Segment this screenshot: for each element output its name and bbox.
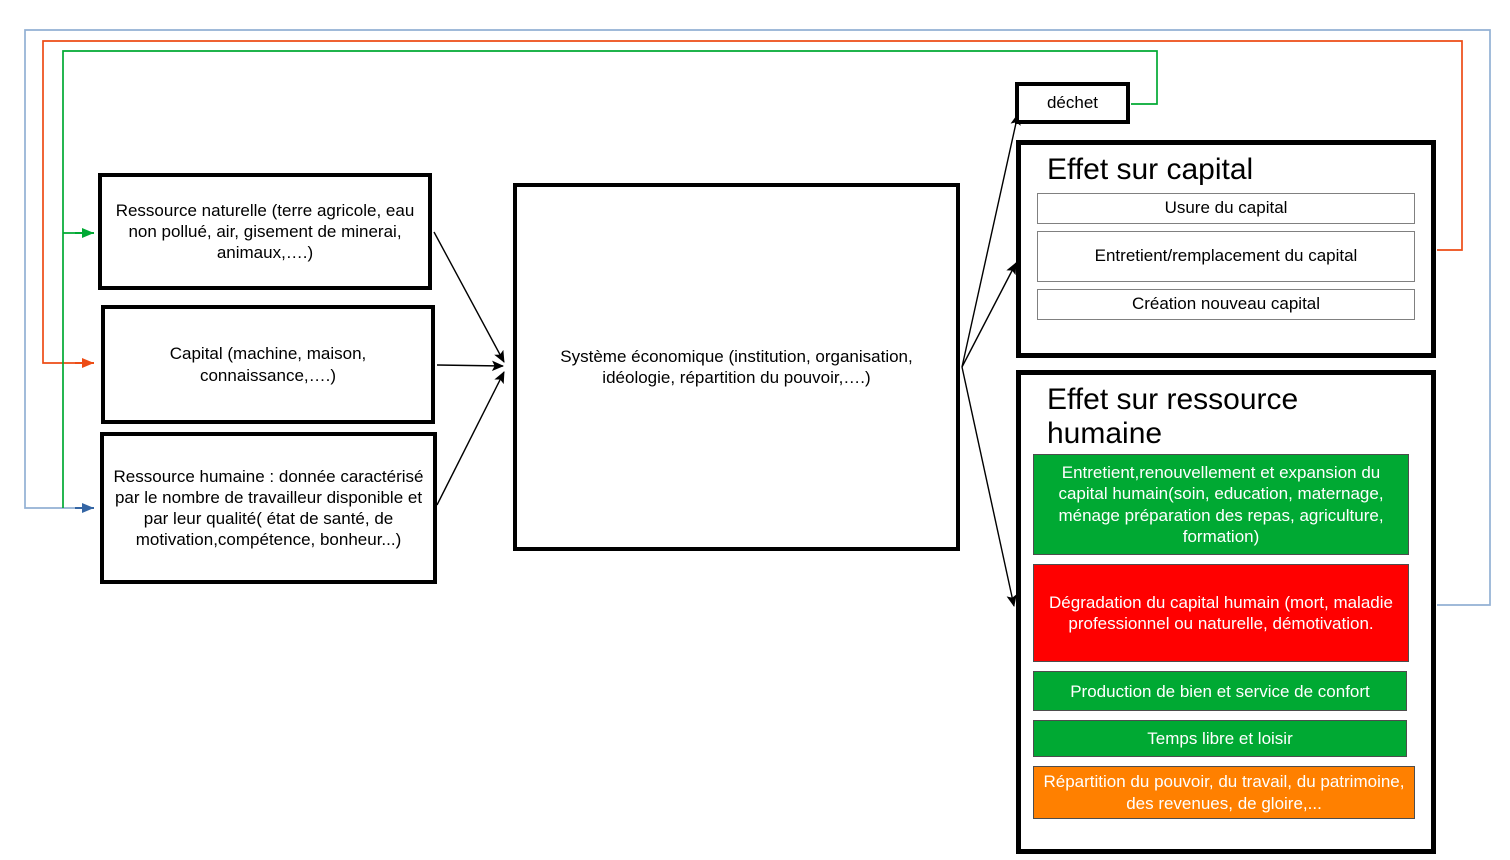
arrow-naturelle-to-systeme (433, 231, 505, 363)
panel-effet-sur-ressource-humaine: Effet sur ressource humaine Entretient,r… (1016, 370, 1436, 854)
node-ressource-humaine[interactable]: Ressource humaine : donnée caractérisé p… (100, 432, 437, 584)
panel-effet-sur-capital: Effet sur capital Usure du capital Entre… (1016, 140, 1436, 358)
node-systeme-economique[interactable]: Système économique (institution, organis… (513, 183, 960, 551)
panel-effet-sur-ressource-humaine-title: Effet sur ressource humaine (1047, 383, 1299, 450)
arrow-systeme-to-effet-humaine (961, 366, 1017, 607)
node-systeme-economique-label: Système économique (institution, organis… (560, 346, 913, 387)
node-ressource-humaine-label: Ressource humaine : donnée caractérisé p… (113, 466, 424, 550)
panel-effet-sur-capital-title: Effet sur capital (1047, 153, 1254, 186)
arrow-capital-to-systeme (436, 360, 504, 372)
effet-humaine-item-temps-libre[interactable]: Temps libre et loisir (1033, 720, 1407, 758)
arrow-systeme-to-effet-capital (961, 262, 1017, 368)
effet-capital-item-entretient[interactable]: Entretient/remplacement du capital (1037, 230, 1415, 282)
node-capital-label: Capital (machine, maison, connaissance,…… (169, 344, 367, 385)
arrow-humaine-to-systeme (436, 371, 505, 506)
effet-humaine-item-repartition[interactable]: Répartition du pouvoir, du travail, du p… (1033, 766, 1415, 820)
effet-capital-item-usure[interactable]: Usure du capital (1037, 192, 1415, 224)
node-ressource-naturelle-label: Ressource naturelle (terre agricole, eau… (115, 200, 415, 263)
effet-humaine-item-production[interactable]: Production de bien et service de confort (1033, 671, 1407, 712)
node-dechet[interactable]: déchet (1015, 82, 1130, 124)
effet-humaine-item-entretient-renouvellement[interactable]: Entretient,renouvellement et expansion d… (1033, 454, 1409, 556)
arrow-systeme-to-dechet (961, 113, 1021, 368)
effet-humaine-item-degradation[interactable]: Dégradation du capital humain (mort, mal… (1033, 564, 1409, 663)
node-capital[interactable]: Capital (machine, maison, connaissance,…… (101, 305, 435, 424)
node-dechet-label: déchet (1046, 93, 1099, 113)
node-ressource-naturelle[interactable]: Ressource naturelle (terre agricole, eau… (98, 173, 432, 290)
effet-capital-item-creation[interactable]: Création nouveau capital (1037, 288, 1415, 320)
